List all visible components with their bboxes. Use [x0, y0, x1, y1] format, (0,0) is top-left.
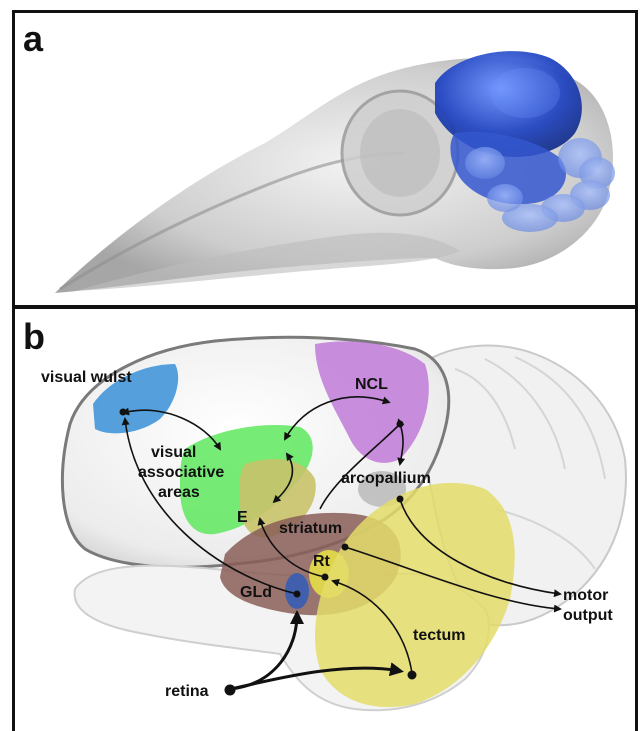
- label-visual-assoc-1: visual: [151, 444, 196, 461]
- label-retina: retina: [165, 683, 209, 700]
- label-striatum: striatum: [279, 520, 342, 537]
- label-output: output: [563, 607, 613, 624]
- label-visual-assoc-3: areas: [158, 484, 200, 501]
- brain-diagram: visual wulst NCL visual associative area…: [15, 309, 638, 731]
- label-motor: motor: [563, 587, 608, 604]
- label-visual-wulst: visual wulst: [41, 369, 132, 386]
- panel-b: b: [12, 306, 638, 731]
- label-rt: Rt: [313, 553, 331, 570]
- label-gld: GLd: [240, 584, 272, 601]
- skull-illustration: [15, 13, 638, 308]
- label-ncl: NCL: [355, 376, 388, 393]
- panel-a: a: [12, 10, 638, 308]
- label-arcopallium: arcopallium: [341, 470, 431, 487]
- label-visual-assoc-2: associative: [138, 464, 224, 481]
- label-e: E: [237, 509, 248, 526]
- label-tectum: tectum: [413, 627, 465, 644]
